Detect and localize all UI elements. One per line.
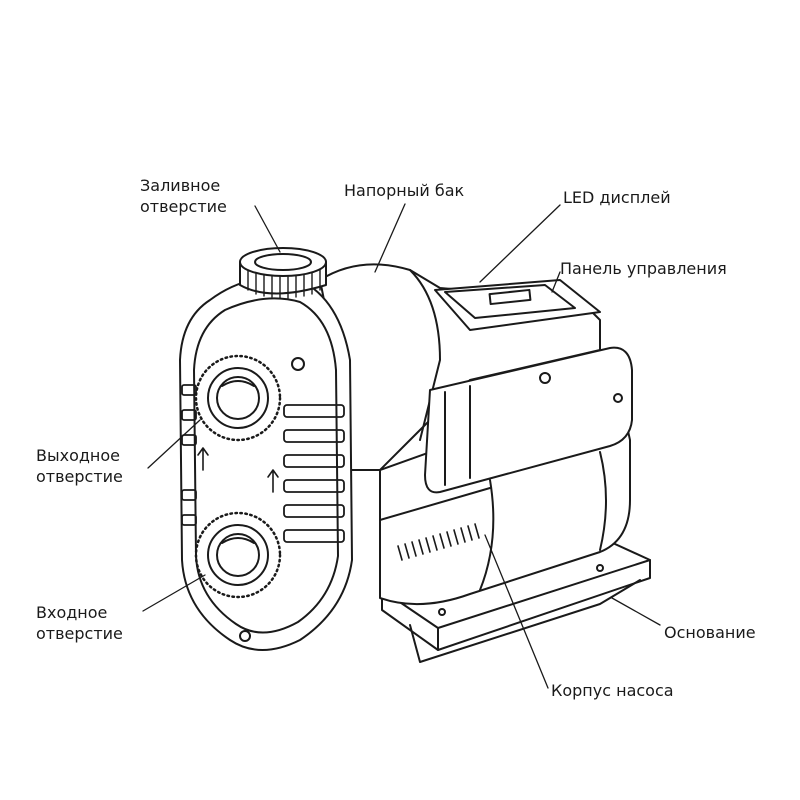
label-control-panel-text: Панель управления — [560, 259, 727, 278]
label-outlet-line2: отверстие — [36, 467, 123, 486]
label-pressure-tank-text: Напорный бак — [344, 181, 465, 200]
label-base: Основание — [664, 622, 756, 643]
label-outlet: Выходное отверстие — [36, 445, 123, 487]
label-filler-line2: отверстие — [140, 197, 227, 216]
label-led-display-text: LED дисплей — [563, 188, 671, 207]
vent-slots — [397, 523, 480, 561]
leader-panel — [551, 271, 561, 293]
outlet-port — [194, 354, 282, 442]
inlet-port — [194, 511, 282, 599]
label-pump-housing-text: Корпус насоса — [551, 681, 674, 700]
leader-outlet — [147, 419, 201, 469]
label-filler-opening: Заливное отверстие — [140, 175, 227, 217]
filler-cap — [239, 247, 327, 299]
control-panel — [434, 279, 601, 331]
label-pump-housing: Корпус насоса — [551, 680, 674, 701]
front-face — [179, 276, 353, 651]
label-outlet-line1: Выходное — [36, 446, 121, 465]
label-filler-line1: Заливное — [140, 176, 221, 195]
leader-inlet — [142, 574, 206, 612]
leader-base — [611, 597, 661, 626]
flow-arrows — [197, 447, 279, 493]
label-base-text: Основание — [664, 623, 756, 642]
leader-led — [479, 204, 561, 283]
label-led-display: LED дисплей — [563, 187, 671, 208]
leader-housing — [484, 534, 549, 689]
label-pressure-tank: Напорный бак — [344, 180, 464, 201]
label-inlet: Входное отверстие — [36, 602, 123, 644]
label-inlet-line1: Входное — [36, 603, 108, 622]
leader-lines — [142, 203, 661, 689]
handle-bar — [424, 346, 633, 494]
leader-tank — [374, 203, 406, 273]
leader-filler — [254, 205, 281, 253]
label-inlet-line2: отверстие — [36, 624, 123, 643]
side-ribs — [181, 384, 345, 543]
label-control-panel: Панель управления — [560, 258, 727, 279]
